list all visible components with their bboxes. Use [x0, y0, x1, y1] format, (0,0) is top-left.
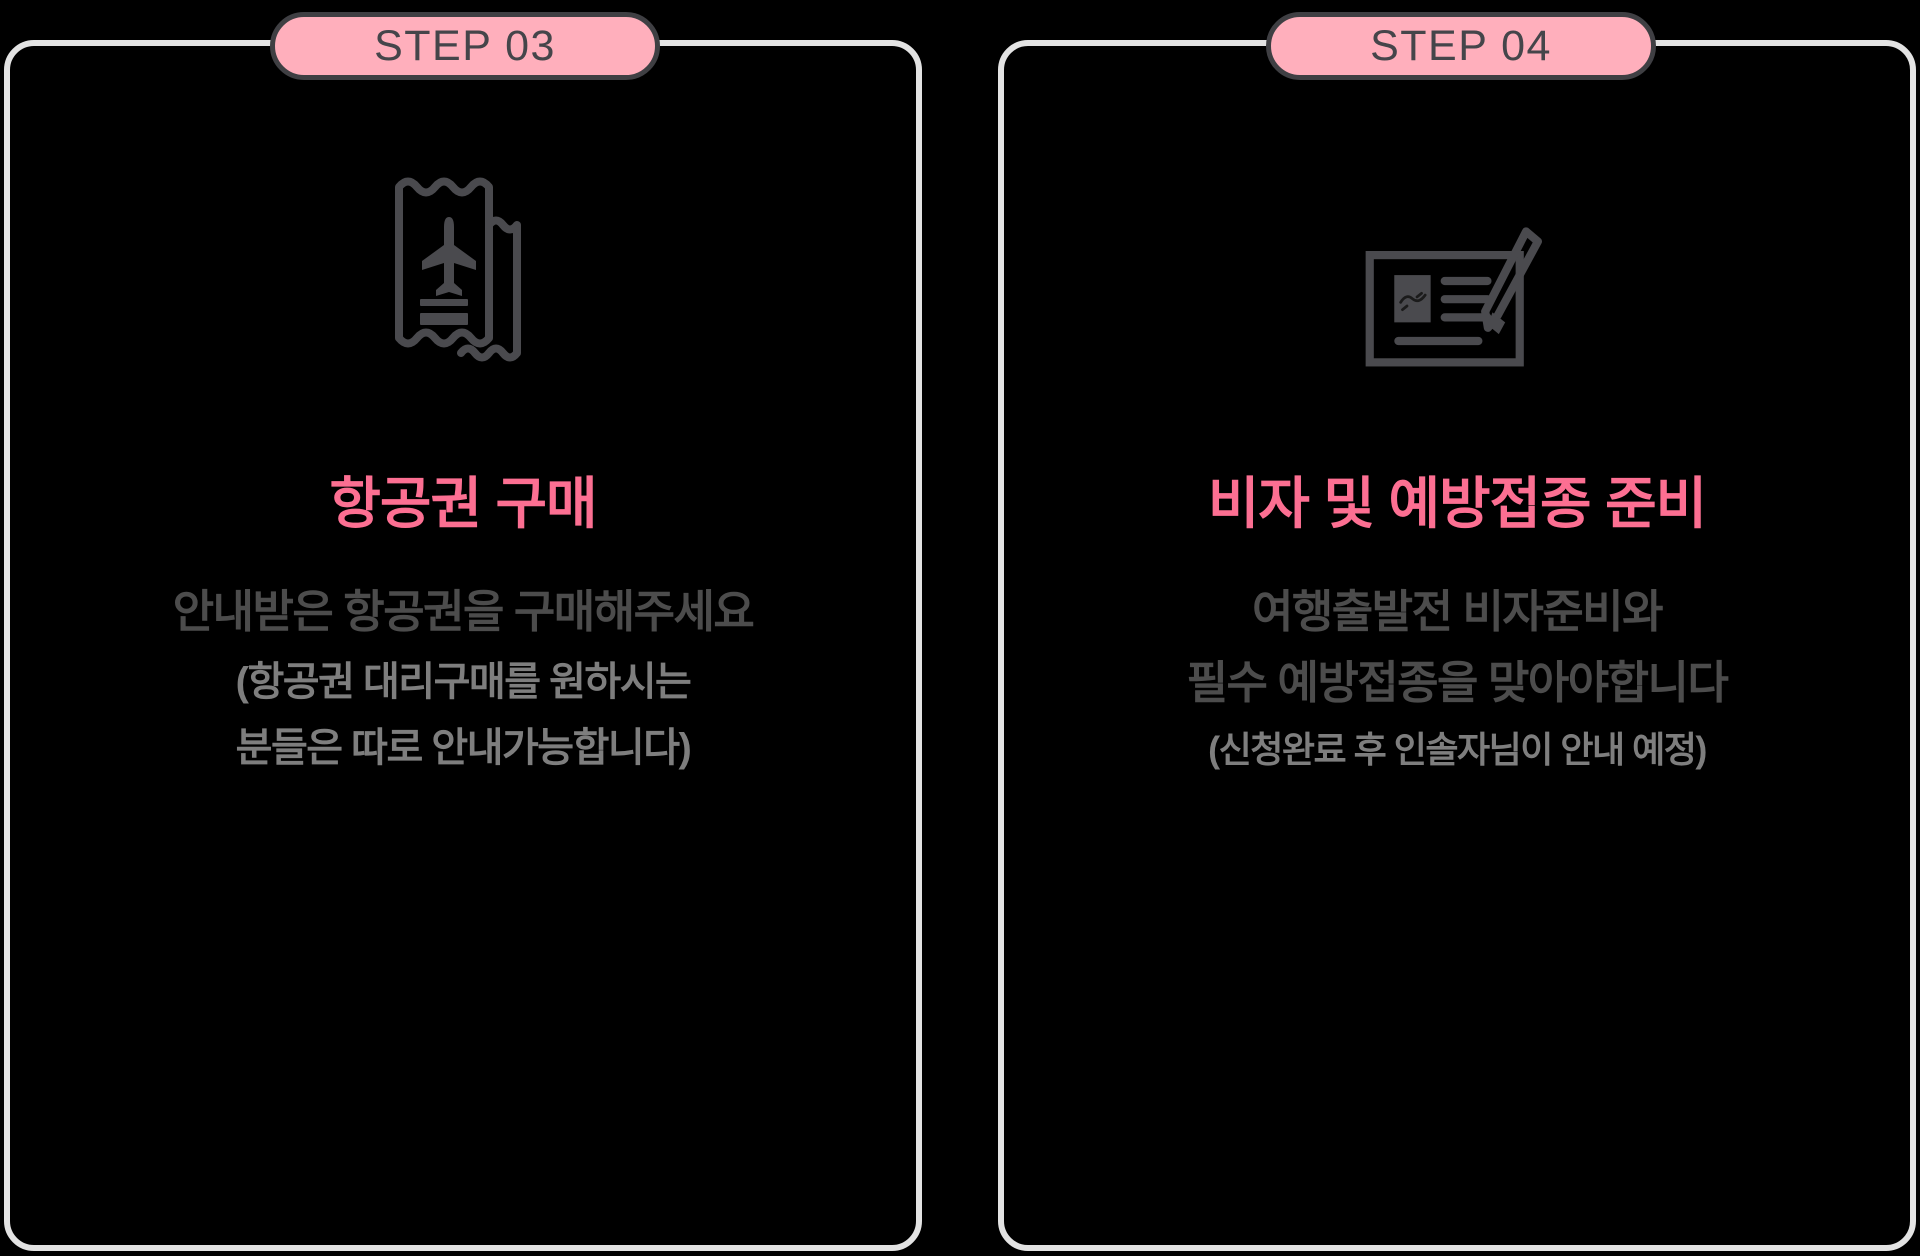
step-card-03: STEP 03: [4, 12, 922, 1251]
step-card-04-body-line-2: 필수 예방접종을 맞아야합니다: [1186, 657, 1729, 709]
visa-document-pen-icon: [1357, 196, 1557, 396]
step-card-04-content: 비자 및 예방접종 준비 여행출발전 비자준비와 필수 예방접종을 맞아야합니다…: [1004, 46, 1910, 768]
step-card-03-title: 항공권 구매: [329, 472, 597, 535]
step-card-03-body: 안내받은 항공권을 구매해주세요 (항공권 대리구매를 원하시는 분들은 따로 …: [10, 586, 916, 771]
step-card-03-body-line-3: 분들은 따로 안내가능합니다): [235, 726, 692, 771]
flight-ticket-icon: [363, 170, 563, 370]
step-badge-03: STEP 03: [270, 12, 660, 80]
step-card-04: STEP 04: [998, 12, 1916, 1251]
step-card-03-body-line-1: 안내받은 항공권을 구매해주세요: [172, 586, 755, 637]
step-card-04-body-line-1: 여행출발전 비자준비와: [1251, 586, 1664, 637]
step-card-04-body-line-3: (신청완료 후 인솔자님이 안내 예정): [1208, 728, 1707, 770]
step-card-03-body-line-2: (항공권 대리구매를 원하시는: [235, 660, 692, 705]
step-card-04-body: 여행출발전 비자준비와 필수 예방접종을 맞아야합니다 (신청완료 후 인솔자님…: [1004, 588, 1910, 768]
step-card-04-title: 비자 및 예방접종 준비: [1207, 472, 1707, 535]
step-badge-04: STEP 04: [1266, 12, 1656, 80]
step-card-03-content: 항공권 구매 안내받은 항공권을 구매해주세요 (항공권 대리구매를 원하시는 …: [10, 46, 916, 769]
